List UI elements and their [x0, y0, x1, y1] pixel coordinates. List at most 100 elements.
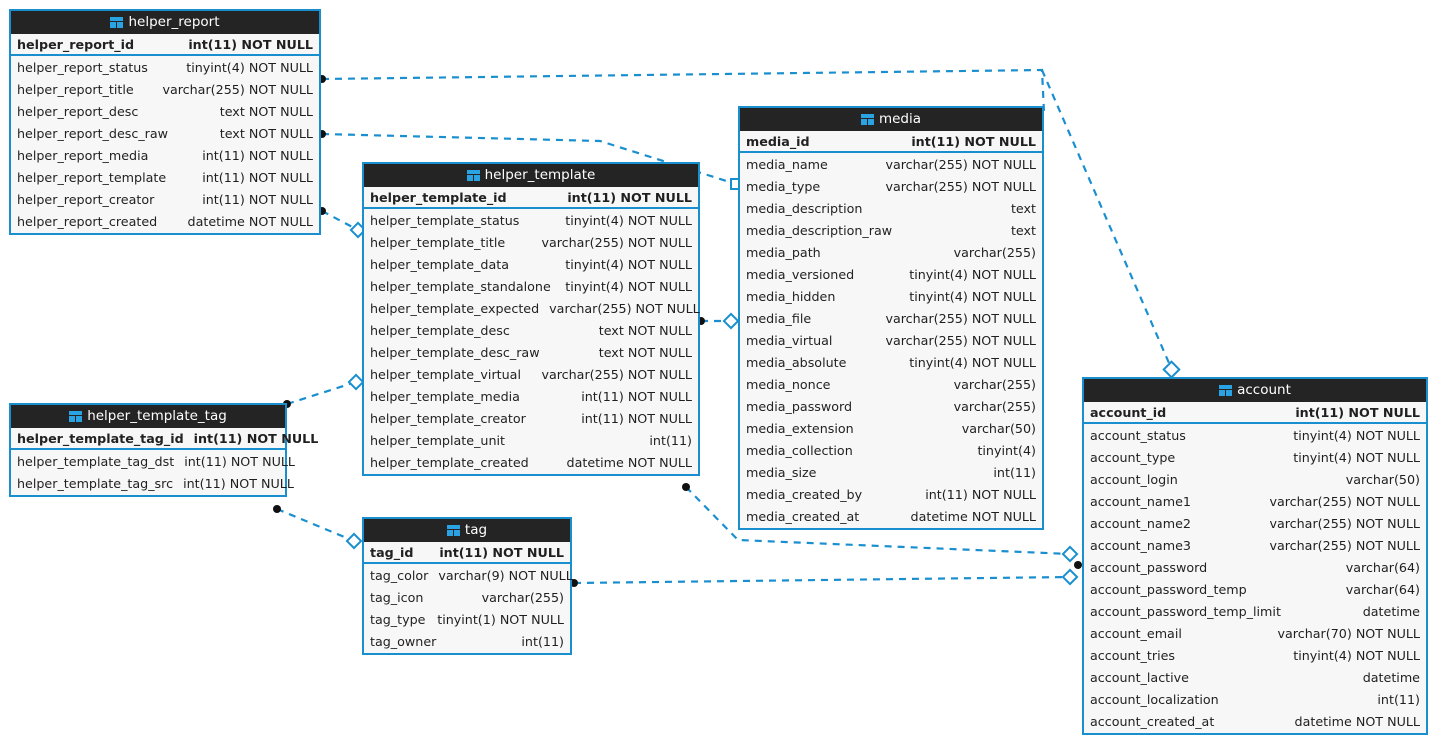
column-type: varchar(255) NOT NULL — [885, 310, 1036, 326]
column-name: helper_report_desc — [17, 103, 139, 119]
column-name: helper_report_creator — [17, 191, 155, 207]
primary-key-row[interactable]: media_id int(11) NOT NULL — [740, 131, 1042, 153]
columns-list: helper_template_status tinyint(4) NOT NUL… — [364, 209, 700, 474]
column-name: account_password_temp_limit — [1090, 603, 1281, 619]
entity-account[interactable]: account account_id int(11) NOT NULL acco… — [1082, 377, 1428, 735]
entity-header-helper_template: helper_template — [364, 164, 698, 187]
entity-helper_template[interactable]: helper_template helper_template_id int(1… — [362, 162, 700, 476]
column-type: varchar(255) — [481, 589, 564, 605]
column-name: media_nonce — [746, 376, 831, 392]
entity-media[interactable]: media media_id int(11) NOT NULL media_na… — [738, 106, 1044, 530]
column-type: varchar(255) NOT NULL — [549, 300, 700, 316]
rel-tmpltag-template-line — [286, 380, 357, 406]
entity-helper_report[interactable]: helper_report helper_report_id int(11) N… — [9, 9, 321, 235]
column-type: varchar(255) NOT NULL — [1269, 515, 1420, 531]
column-name: tag_id — [370, 544, 414, 560]
primary-key-row[interactable]: helper_report_id int(11) NOT NULL — [11, 34, 319, 56]
column-type: text NOT NULL — [219, 125, 313, 141]
primary-key-row[interactable]: helper_template_id int(11) NOT NULL — [364, 187, 698, 209]
column-name: helper_template_creator — [370, 410, 526, 426]
rel-report-template-line — [321, 210, 359, 231]
table-icon — [110, 17, 124, 28]
column-type: varchar(255) NOT NULL — [1269, 537, 1420, 553]
column-type: int(11) NOT NULL — [581, 388, 692, 404]
column-type: tinyint(4) NOT NULL — [909, 354, 1036, 370]
column-name: helper_report_status — [17, 59, 148, 75]
entity-helper_template_tag[interactable]: helper_template_tag helper_template_tag_… — [9, 403, 318, 497]
column-type: text NOT NULL — [598, 344, 692, 360]
column-row[interactable]: helper_report_desc_raw text NOT NULL — [11, 122, 319, 144]
column-name: helper_template_tag_src — [17, 475, 174, 491]
column-name: helper_template_status — [370, 212, 520, 228]
column-type: tinyint(4) NOT NULL — [565, 212, 692, 228]
column-name: media_name — [746, 156, 828, 172]
column-name: media_versioned — [746, 266, 855, 282]
primary-key-row[interactable]: helper_template_tag_id int(11) NOT NULL — [11, 428, 318, 450]
column-row[interactable]: helper_template_status tinyint(4) NOT NUL… — [364, 209, 698, 231]
column-name: helper_template_media — [370, 388, 520, 404]
column-row[interactable]: helper_template_media int(11) NOT NULL — [364, 385, 698, 407]
column-type: varchar(255) NOT NULL — [541, 234, 692, 250]
primary-key-row[interactable]: tag_id int(11) NOT NULL — [364, 542, 570, 564]
column-name: helper_report_desc_raw — [17, 125, 169, 141]
primary-key-row[interactable]: account_id int(11) NOT NULL — [1084, 402, 1426, 424]
